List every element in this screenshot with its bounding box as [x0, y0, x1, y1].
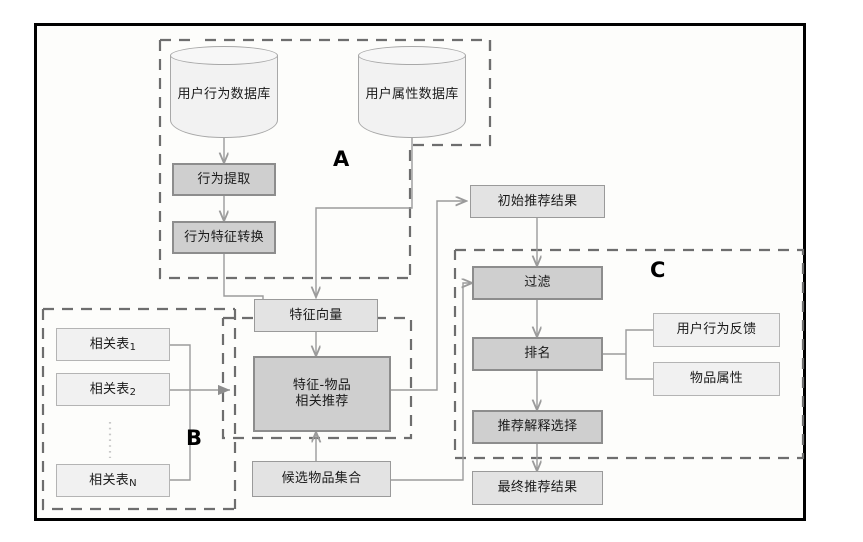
region-label-c: C [650, 258, 666, 282]
node-ranking[interactable]: 排名 [472, 337, 603, 371]
node-label: 行为提取 [197, 171, 251, 187]
node-relation-table-1[interactable]: 相关表1 [56, 328, 170, 361]
node-user-behavior-database[interactable]: 用户行为数据库 [170, 46, 278, 138]
node-feature-vector[interactable]: 特征向量 [254, 299, 378, 332]
node-label: 相关表N [89, 472, 137, 489]
node-relation-table-n[interactable]: 相关表N [56, 464, 170, 497]
cylinder-top [358, 46, 466, 65]
node-label: 相关表1 [89, 336, 137, 353]
node-final-recommendation[interactable]: 最终推荐结果 [472, 471, 603, 505]
region-label-b: B [186, 426, 203, 450]
node-behavior-extraction[interactable]: 行为提取 [172, 163, 276, 196]
node-label: 相关表2 [89, 381, 137, 398]
node-label: 过滤 [524, 275, 551, 291]
node-feature-item-recommendation[interactable]: 特征-物品 相关推荐 [253, 356, 391, 432]
node-label: 用户行为反馈 [676, 322, 757, 338]
node-label-line2: 相关推荐 [295, 394, 349, 409]
region-label-a: A [333, 147, 350, 171]
node-item-attribute[interactable]: 物品属性 [653, 362, 780, 396]
node-initial-recommendation[interactable]: 初始推荐结果 [470, 185, 605, 218]
cylinder-body [358, 55, 466, 138]
node-filter[interactable]: 过滤 [472, 266, 603, 300]
node-label: 用户行为数据库 [177, 86, 271, 102]
node-behavior-feature-transform[interactable]: 行为特征转换 [172, 221, 276, 254]
node-label: 最终推荐结果 [497, 480, 578, 496]
node-label: 行为特征转换 [184, 229, 264, 245]
node-explanation-selection[interactable]: 推荐解释选择 [472, 410, 603, 444]
node-user-attribute-database[interactable]: 用户属性数据库 [358, 46, 466, 138]
node-relation-table-2[interactable]: 相关表2 [56, 373, 170, 406]
node-label: 排名 [524, 346, 551, 362]
node-label: 初始推荐结果 [497, 193, 578, 209]
node-label: 候选物品集合 [281, 471, 362, 487]
cylinder-top [170, 46, 278, 65]
node-candidate-item-set[interactable]: 候选物品集合 [252, 461, 391, 497]
node-label-line1: 特征-物品 [292, 378, 352, 394]
node-label: 特征向量 [289, 307, 343, 323]
node-label: 推荐解释选择 [497, 419, 578, 435]
node-label: 物品属性 [689, 371, 744, 387]
node-user-behavior-feedback[interactable]: 用户行为反馈 [653, 313, 780, 347]
node-label: 用户属性数据库 [365, 86, 459, 102]
cylinder-body [170, 55, 278, 138]
